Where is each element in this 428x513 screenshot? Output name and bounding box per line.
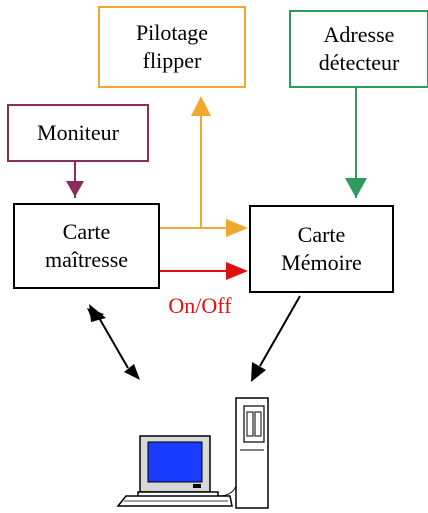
arrow-maitresse-to-memoire-orange — [160, 219, 248, 237]
label-onoff: On/Off — [168, 293, 232, 318]
box-moniteur: Moniteur — [7, 104, 149, 162]
arrow-maitresse-computer-bidirectional — [87, 304, 140, 380]
box-carte-maitresse: Carte maîtresse — [13, 203, 160, 289]
arrow-onoff — [160, 262, 248, 280]
desktop-computer-icon — [116, 397, 269, 509]
arrow-adresse-to-memoire — [345, 88, 367, 198]
box-pilotage-flipper: Pilotage flipper — [98, 6, 246, 88]
box-carte-memoire: Carte Mémoire — [249, 205, 394, 293]
arrow-branch-to-pilotage — [191, 96, 211, 228]
arrow-moniteur-to-maitresse — [66, 162, 84, 198]
arrow-memoire-to-computer — [251, 295, 301, 382]
box-adresse-detecteur: Adresse détecteur — [289, 10, 428, 88]
